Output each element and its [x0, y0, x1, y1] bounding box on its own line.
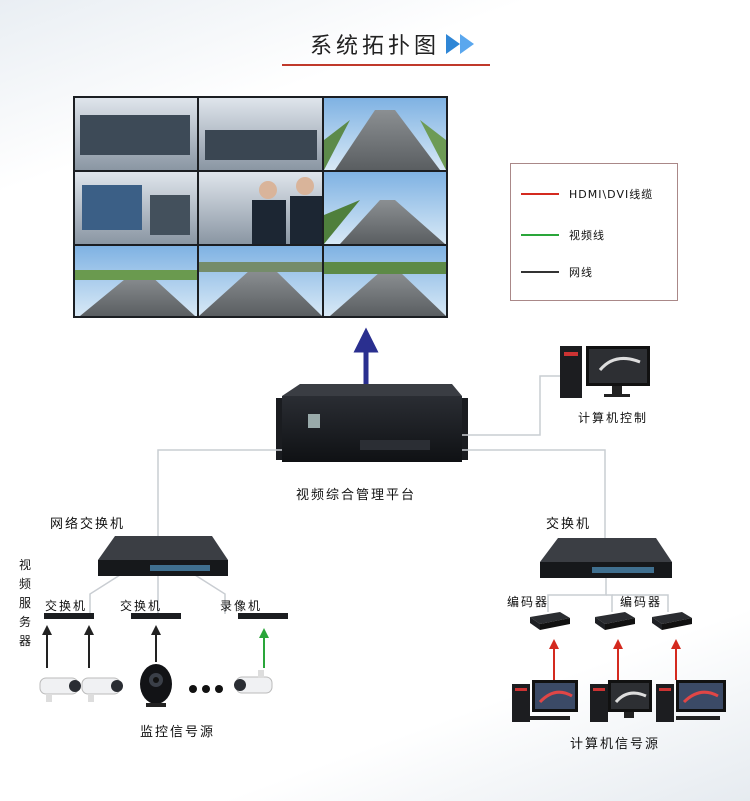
computer-source-label: 计算机信号源 [570, 737, 661, 752]
more-dots [189, 685, 223, 693]
source-computer-1 [512, 680, 578, 722]
encoder-left-label: 编码器 [507, 595, 550, 609]
platform-device [276, 384, 468, 462]
title-arrow-icon [446, 34, 474, 54]
source-computer-3 [656, 680, 726, 722]
legend-item-video: 视频线 [521, 227, 605, 243]
legend-item-network: 网线 [521, 264, 593, 280]
switch-b-device [131, 613, 181, 619]
title-underline [282, 64, 490, 66]
video-server-label: 视频服务器 [18, 558, 31, 648]
encoder-3 [652, 612, 692, 630]
monitor-source-label: 监控信号源 [140, 725, 216, 740]
bullet-camera-2 [81, 677, 123, 702]
recorder-label: 录像机 [220, 599, 263, 613]
video-wall [73, 96, 448, 318]
legend-item-hdmi: HDMI\DVI线缆 [521, 186, 653, 202]
control-computer [560, 346, 650, 398]
right-switch-to-encoders [547, 578, 607, 612]
right-switch-device [540, 538, 672, 578]
encoder-2 [595, 612, 635, 630]
recorder-device [238, 613, 288, 619]
source-computer-2 [590, 680, 652, 722]
legend-swatch-hdmi [521, 193, 559, 195]
switch-a-device [44, 613, 94, 619]
bullet-camera-1 [39, 677, 81, 702]
platform-label: 视频综合管理平台 [296, 488, 417, 503]
network-switch-device [98, 536, 228, 576]
legend-box: HDMI\DVI线缆 视频线 网线 [510, 163, 678, 301]
encoder-1 [530, 612, 570, 630]
encoder-right-label: 编码器 [620, 595, 663, 609]
dome-camera [140, 664, 172, 707]
switch-b-label: 交换机 [120, 599, 163, 613]
legend-label-network: 网线 [569, 266, 593, 279]
legend-label-video: 视频线 [569, 229, 605, 242]
switch-a-label: 交换机 [45, 599, 88, 613]
diagram-title: 系统拓扑图 [309, 34, 440, 59]
legend-label-hdmi: HDMI\DVI线缆 [569, 188, 654, 201]
network-switch-label: 网络交换机 [50, 517, 126, 532]
bullet-camera-3 [234, 670, 273, 694]
network-lines [89, 375, 606, 614]
right-switch-label: 交换机 [546, 517, 592, 532]
computer-control-label: 计算机控制 [578, 411, 649, 425]
legend-swatch-video [521, 234, 559, 236]
legend-swatch-network [521, 271, 559, 273]
